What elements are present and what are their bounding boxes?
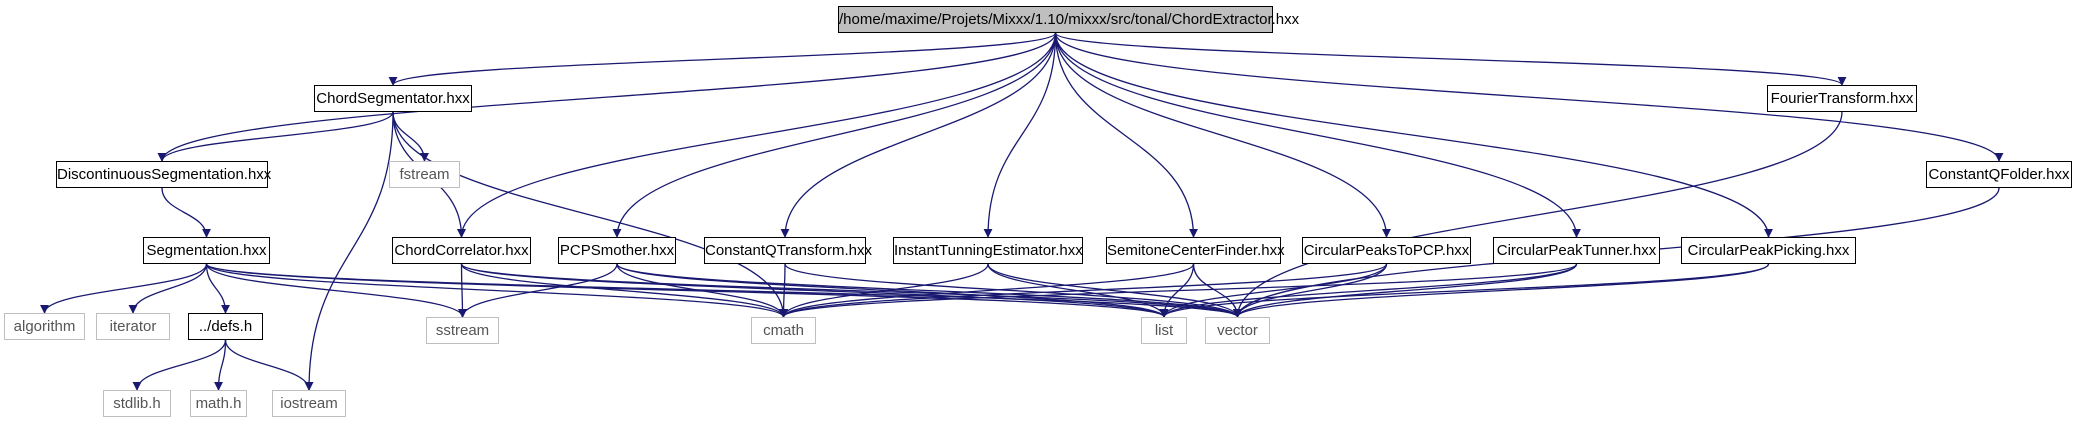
edge-chord_correlator-to-cmath: [460, 263, 788, 318]
node-algorithm[interactable]: algorithm: [4, 313, 85, 340]
edge-segmentation-to-cmath: [205, 263, 788, 318]
edge-constant_q_transform-to-cmath: [779, 263, 789, 318]
edge-root-to-pcp_smother: [612, 32, 1057, 238]
node-vector[interactable]: vector: [1205, 317, 1270, 344]
edge-root-to-circular_peak_tunner: [1054, 32, 1581, 238]
node-semitone-center-finder[interactable]: SemitoneCenterFinder.hxx: [1106, 237, 1285, 264]
node-chord-correlator[interactable]: ChordCorrelator.hxx: [392, 237, 531, 264]
node-stdlib[interactable]: stdlib.h: [103, 390, 171, 417]
node-circular-peak-picking[interactable]: CircularPeakPicking.hxx: [1681, 237, 1856, 264]
edge-root-to-chord_segmentator: [388, 32, 1057, 86]
node-constant-q-transform[interactable]: ConstantQTransform.hxx: [704, 237, 872, 264]
edge-root-to-instant_tunning_estimator: [983, 32, 1057, 238]
node-instant-tunning-estimator[interactable]: InstantTunningEstimator.hxx: [893, 237, 1083, 264]
node-segmentation[interactable]: Segmentation.hxx: [143, 237, 270, 264]
edge-root-to-circular_peak_picking: [1054, 32, 1773, 238]
edge-circular_peaks_to_pcp-to-list: [1159, 263, 1388, 318]
edge-root-to-constant_q_transform: [780, 32, 1057, 238]
edge-root-to-fourier_transform: [1054, 32, 1847, 86]
edge-circular_peaks_to_pcp-to-cmath: [779, 263, 1388, 318]
edge-chord_correlator-to-sstream: [457, 263, 467, 318]
node-fstream[interactable]: fstream: [389, 161, 460, 188]
edge-circular_peaks_to_pcp-to-vector: [1233, 263, 1388, 318]
edge-instant_tunning_estimator-to-cmath: [779, 263, 989, 318]
root-file-node[interactable]: /home/maxime/Projets/Mixxx/1.10/mixxx/sr…: [838, 6, 1299, 33]
edge-root-to-circular_peaks_to_pcp: [1054, 32, 1391, 238]
node-pcp-smother[interactable]: PCPSmother.hxx: [558, 237, 676, 264]
node-chord-segmentator[interactable]: ChordSegmentator.hxx: [314, 85, 472, 112]
edge-fourier_transform-to-vector: [1233, 111, 1843, 318]
node-defs[interactable]: ../defs.h: [188, 313, 263, 340]
edge-defs-to-iostream: [224, 339, 314, 391]
node-fourier-transform[interactable]: FourierTransform.hxx: [1767, 85, 1917, 112]
edge-pcp_smother-to-sstream: [458, 263, 618, 318]
edge-root-to-discontinuous_segmentation: [157, 32, 1057, 162]
edge-circular_peak_tunner-to-vector: [1233, 263, 1578, 318]
node-iterator[interactable]: iterator: [96, 313, 170, 340]
edge-circular_peak_tunner-to-list: [1159, 263, 1578, 318]
edge-defs-to-math: [214, 339, 227, 391]
edge-root-to-constant_q_folder: [1054, 32, 2004, 162]
edge-pcp_smother-to-vector: [616, 263, 1242, 318]
edge-defs-to-stdlib: [132, 339, 227, 391]
edge-discontinuous_segmentation-to-segmentation: [161, 187, 211, 238]
node-discontinuous-segmentation[interactable]: DiscontinuousSegmentation.hxx: [56, 161, 271, 188]
edge-circular_peak_tunner-to-cmath: [779, 263, 1578, 318]
node-circular-peak-tunner[interactable]: CircularPeakTunner.hxx: [1493, 237, 1660, 264]
edge-pcp_smother-to-cmath: [616, 263, 788, 318]
edge-chord_segmentator-to-iostream: [304, 111, 394, 391]
edge-segmentation-to-defs: [205, 263, 230, 314]
edge-circular_peak_picking-to-list: [1159, 263, 1770, 318]
edge-segmentation-to-iterator: [128, 263, 208, 314]
edge-segmentation-to-sstream: [205, 263, 467, 318]
node-math[interactable]: math.h: [190, 390, 247, 417]
node-list[interactable]: list: [1141, 317, 1187, 344]
node-constant-q-folder[interactable]: ConstantQFolder.hxx: [1926, 161, 2072, 188]
node-circular-peaks-to-pcp[interactable]: CircularPeaksToPCP.hxx: [1302, 237, 1471, 264]
edge-chord_segmentator-to-cmath: [392, 111, 788, 318]
edge-root-to-semitone_center_finder: [1054, 32, 1198, 238]
edge-chord_segmentator-to-discontinuous_segmentation: [157, 111, 394, 162]
edge-instant_tunning_estimator-to-vector: [987, 263, 1242, 318]
node-iostream[interactable]: iostream: [272, 390, 346, 417]
node-cmath[interactable]: cmath: [751, 317, 816, 344]
edge-chord_correlator-to-vector: [460, 263, 1242, 318]
edge-semitone_center_finder-to-cmath: [779, 263, 1195, 318]
edge-segmentation-to-algorithm: [40, 263, 208, 314]
edge-root-to-chord_correlator: [457, 32, 1057, 238]
edge-circular_peak_picking-to-vector: [1233, 263, 1770, 318]
edge-constant_q_transform-to-vector: [784, 263, 1242, 318]
node-sstream[interactable]: sstream: [426, 317, 499, 344]
